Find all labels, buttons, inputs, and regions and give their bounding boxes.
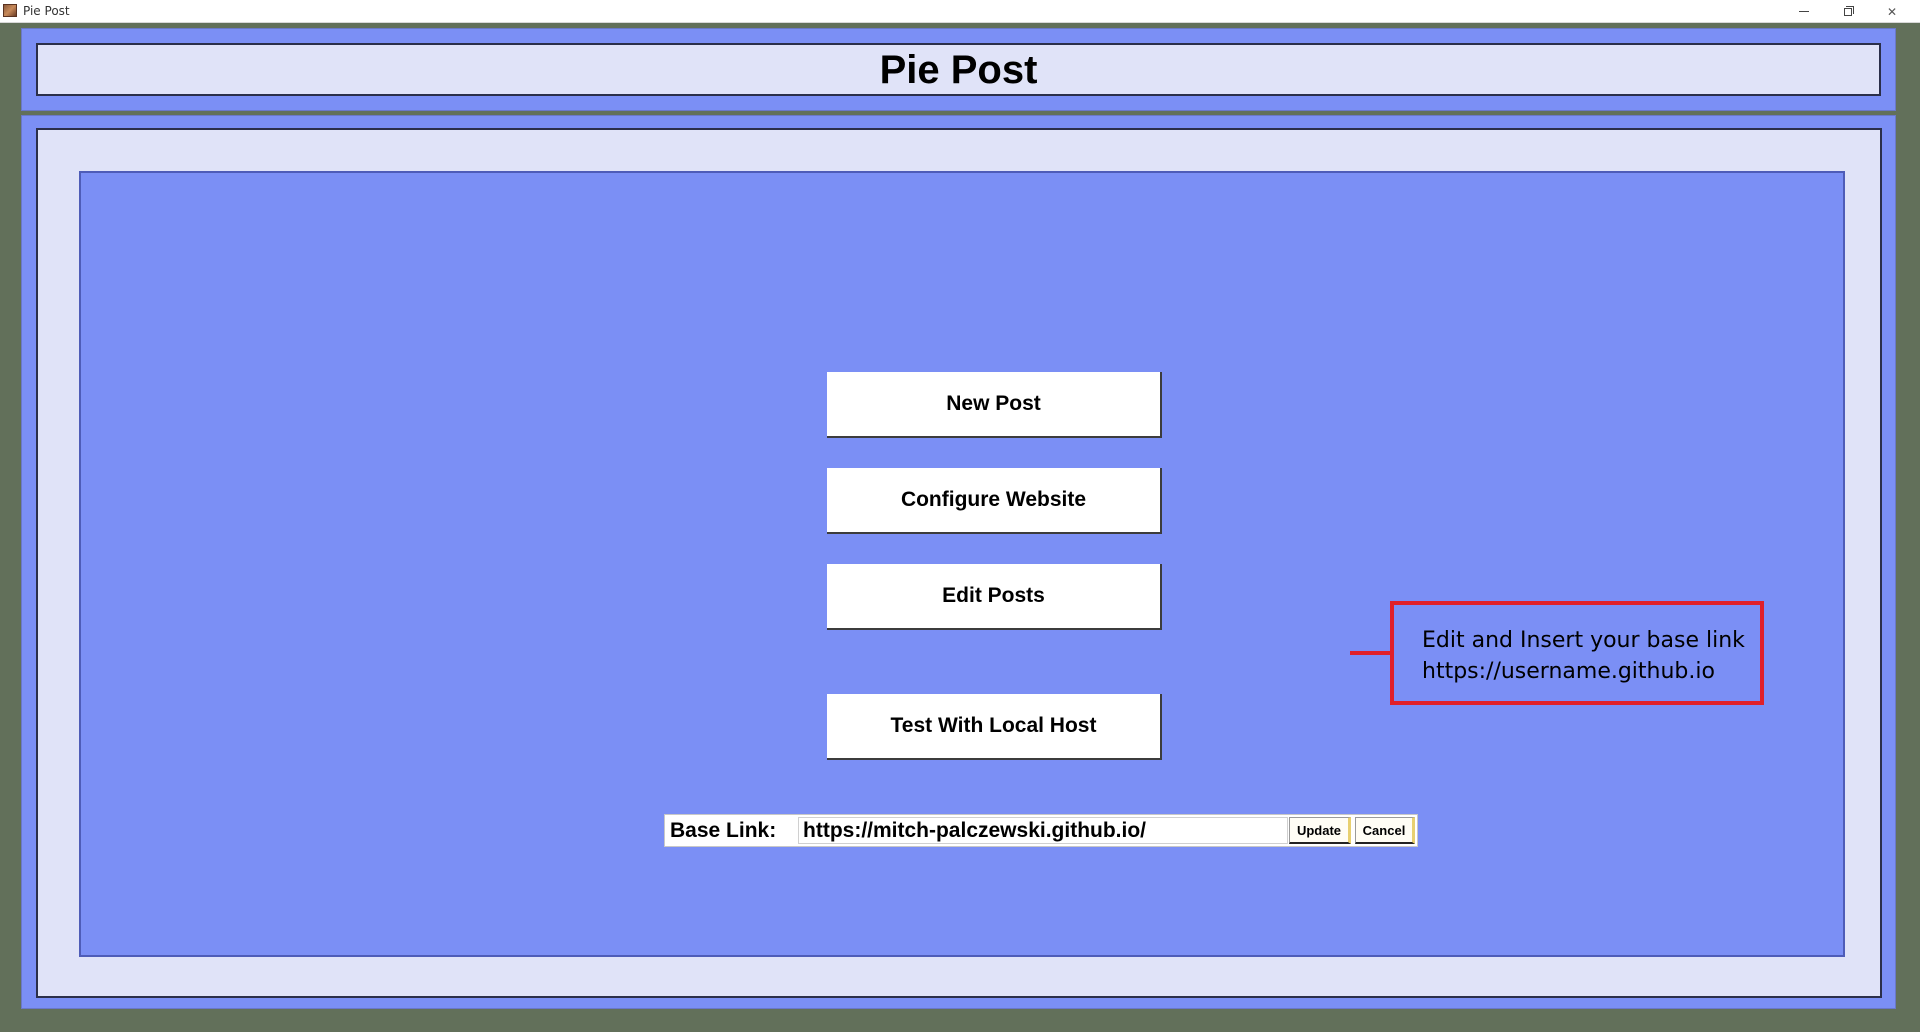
app-icon [3, 4, 17, 17]
close-button[interactable]: ✕ [1870, 0, 1914, 23]
restore-button[interactable] [1826, 0, 1870, 23]
update-button[interactable]: Update [1289, 817, 1351, 844]
edit-posts-button[interactable]: Edit Posts [827, 564, 1162, 630]
callout-line-2: https://username.github.io [1422, 659, 1715, 684]
cancel-button[interactable]: Cancel [1355, 817, 1415, 844]
callout-text: Edit and Insert your base link https://u… [1422, 625, 1745, 687]
page-title: Pie Post [879, 48, 1038, 92]
callout-box: Edit and Insert your base link https://u… [1390, 601, 1764, 705]
callout-connector [1350, 651, 1390, 655]
minimize-button[interactable] [1782, 0, 1826, 23]
header-panel: Pie Post [21, 28, 1896, 111]
callout-line-1: Edit and Insert your base link [1422, 628, 1745, 653]
base-link-input[interactable] [798, 817, 1288, 844]
header-frame: Pie Post [36, 43, 1881, 96]
window-titlebar: Pie Post ✕ [0, 0, 1920, 23]
base-link-label: Base Link: [670, 819, 777, 842]
window-title: Pie Post [23, 4, 70, 18]
close-icon: ✕ [1886, 4, 1898, 19]
minimize-icon [1799, 11, 1809, 12]
main-frame: New Post Configure Website Edit Posts Ba… [36, 128, 1882, 998]
main-panel-outer: New Post Configure Website Edit Posts Ba… [21, 115, 1896, 1009]
new-post-button[interactable]: New Post [827, 372, 1162, 438]
base-link-row: Base Link: Update Cancel [664, 814, 1418, 847]
restore-icon [1844, 5, 1854, 16]
main-content-panel: New Post Configure Website Edit Posts Ba… [79, 171, 1845, 957]
configure-website-button[interactable]: Configure Website [827, 468, 1162, 534]
test-local-host-button[interactable]: Test With Local Host [827, 694, 1162, 760]
